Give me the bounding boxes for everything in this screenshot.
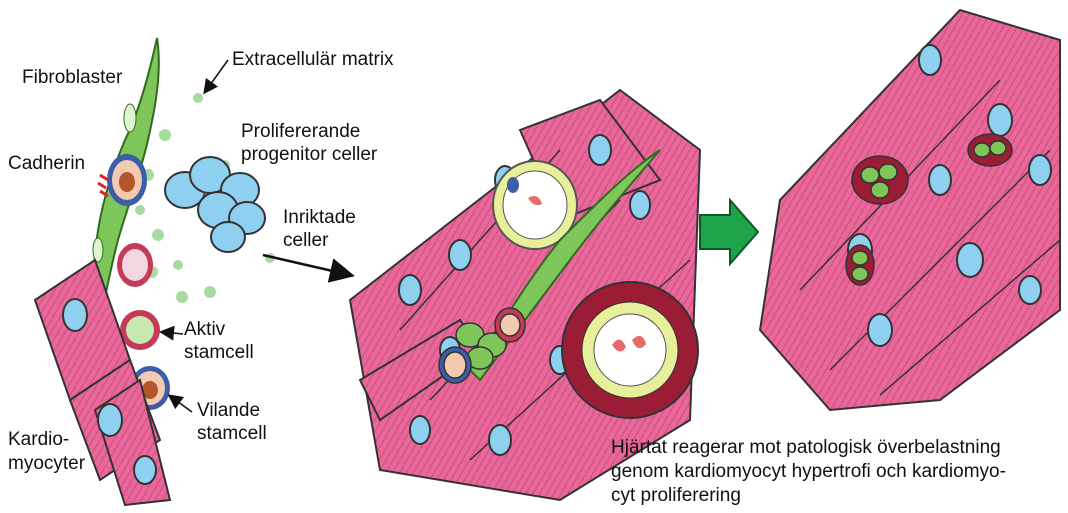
label-prolifererande: Prolifererande xyxy=(241,120,360,144)
label-inriktade: Inriktade xyxy=(283,206,356,230)
label-aktiv: Aktiv xyxy=(184,318,225,342)
active-stem-cell-upper xyxy=(117,243,153,287)
label-vilande-stamcell: stamcell xyxy=(197,422,267,446)
label-kardio: Kardio- xyxy=(8,428,69,452)
arteriole-cross-section xyxy=(562,282,698,418)
label-vilande: Vilande xyxy=(197,399,260,423)
progenitor-cell-cluster xyxy=(165,157,265,252)
label-progenitor-celler: progenitor celler xyxy=(241,143,377,167)
active-stem-cell xyxy=(120,310,160,350)
label-myocyter: myocyter xyxy=(8,452,85,476)
label-fibroblaster: Fibroblaster xyxy=(22,66,122,90)
caption-line-1: Hjärtat reagerar mot patologisk överbela… xyxy=(611,436,1001,460)
resting-stem-cell-upper xyxy=(107,154,147,206)
label-extracellular-matrix: Extracellulär matrix xyxy=(232,48,394,72)
label-celler: celler xyxy=(283,229,328,253)
myocardium-tissue-right xyxy=(760,10,1060,410)
progression-arrow-icon xyxy=(700,200,758,264)
caption-line-3: cyt proliferering xyxy=(611,484,741,508)
label-aktiv-stamcell: stamcell xyxy=(184,341,254,365)
caption-line-2: genom kardiomyocyt hypertrofi och kardio… xyxy=(611,460,1006,484)
label-cadherin: Cadherin xyxy=(8,152,85,176)
